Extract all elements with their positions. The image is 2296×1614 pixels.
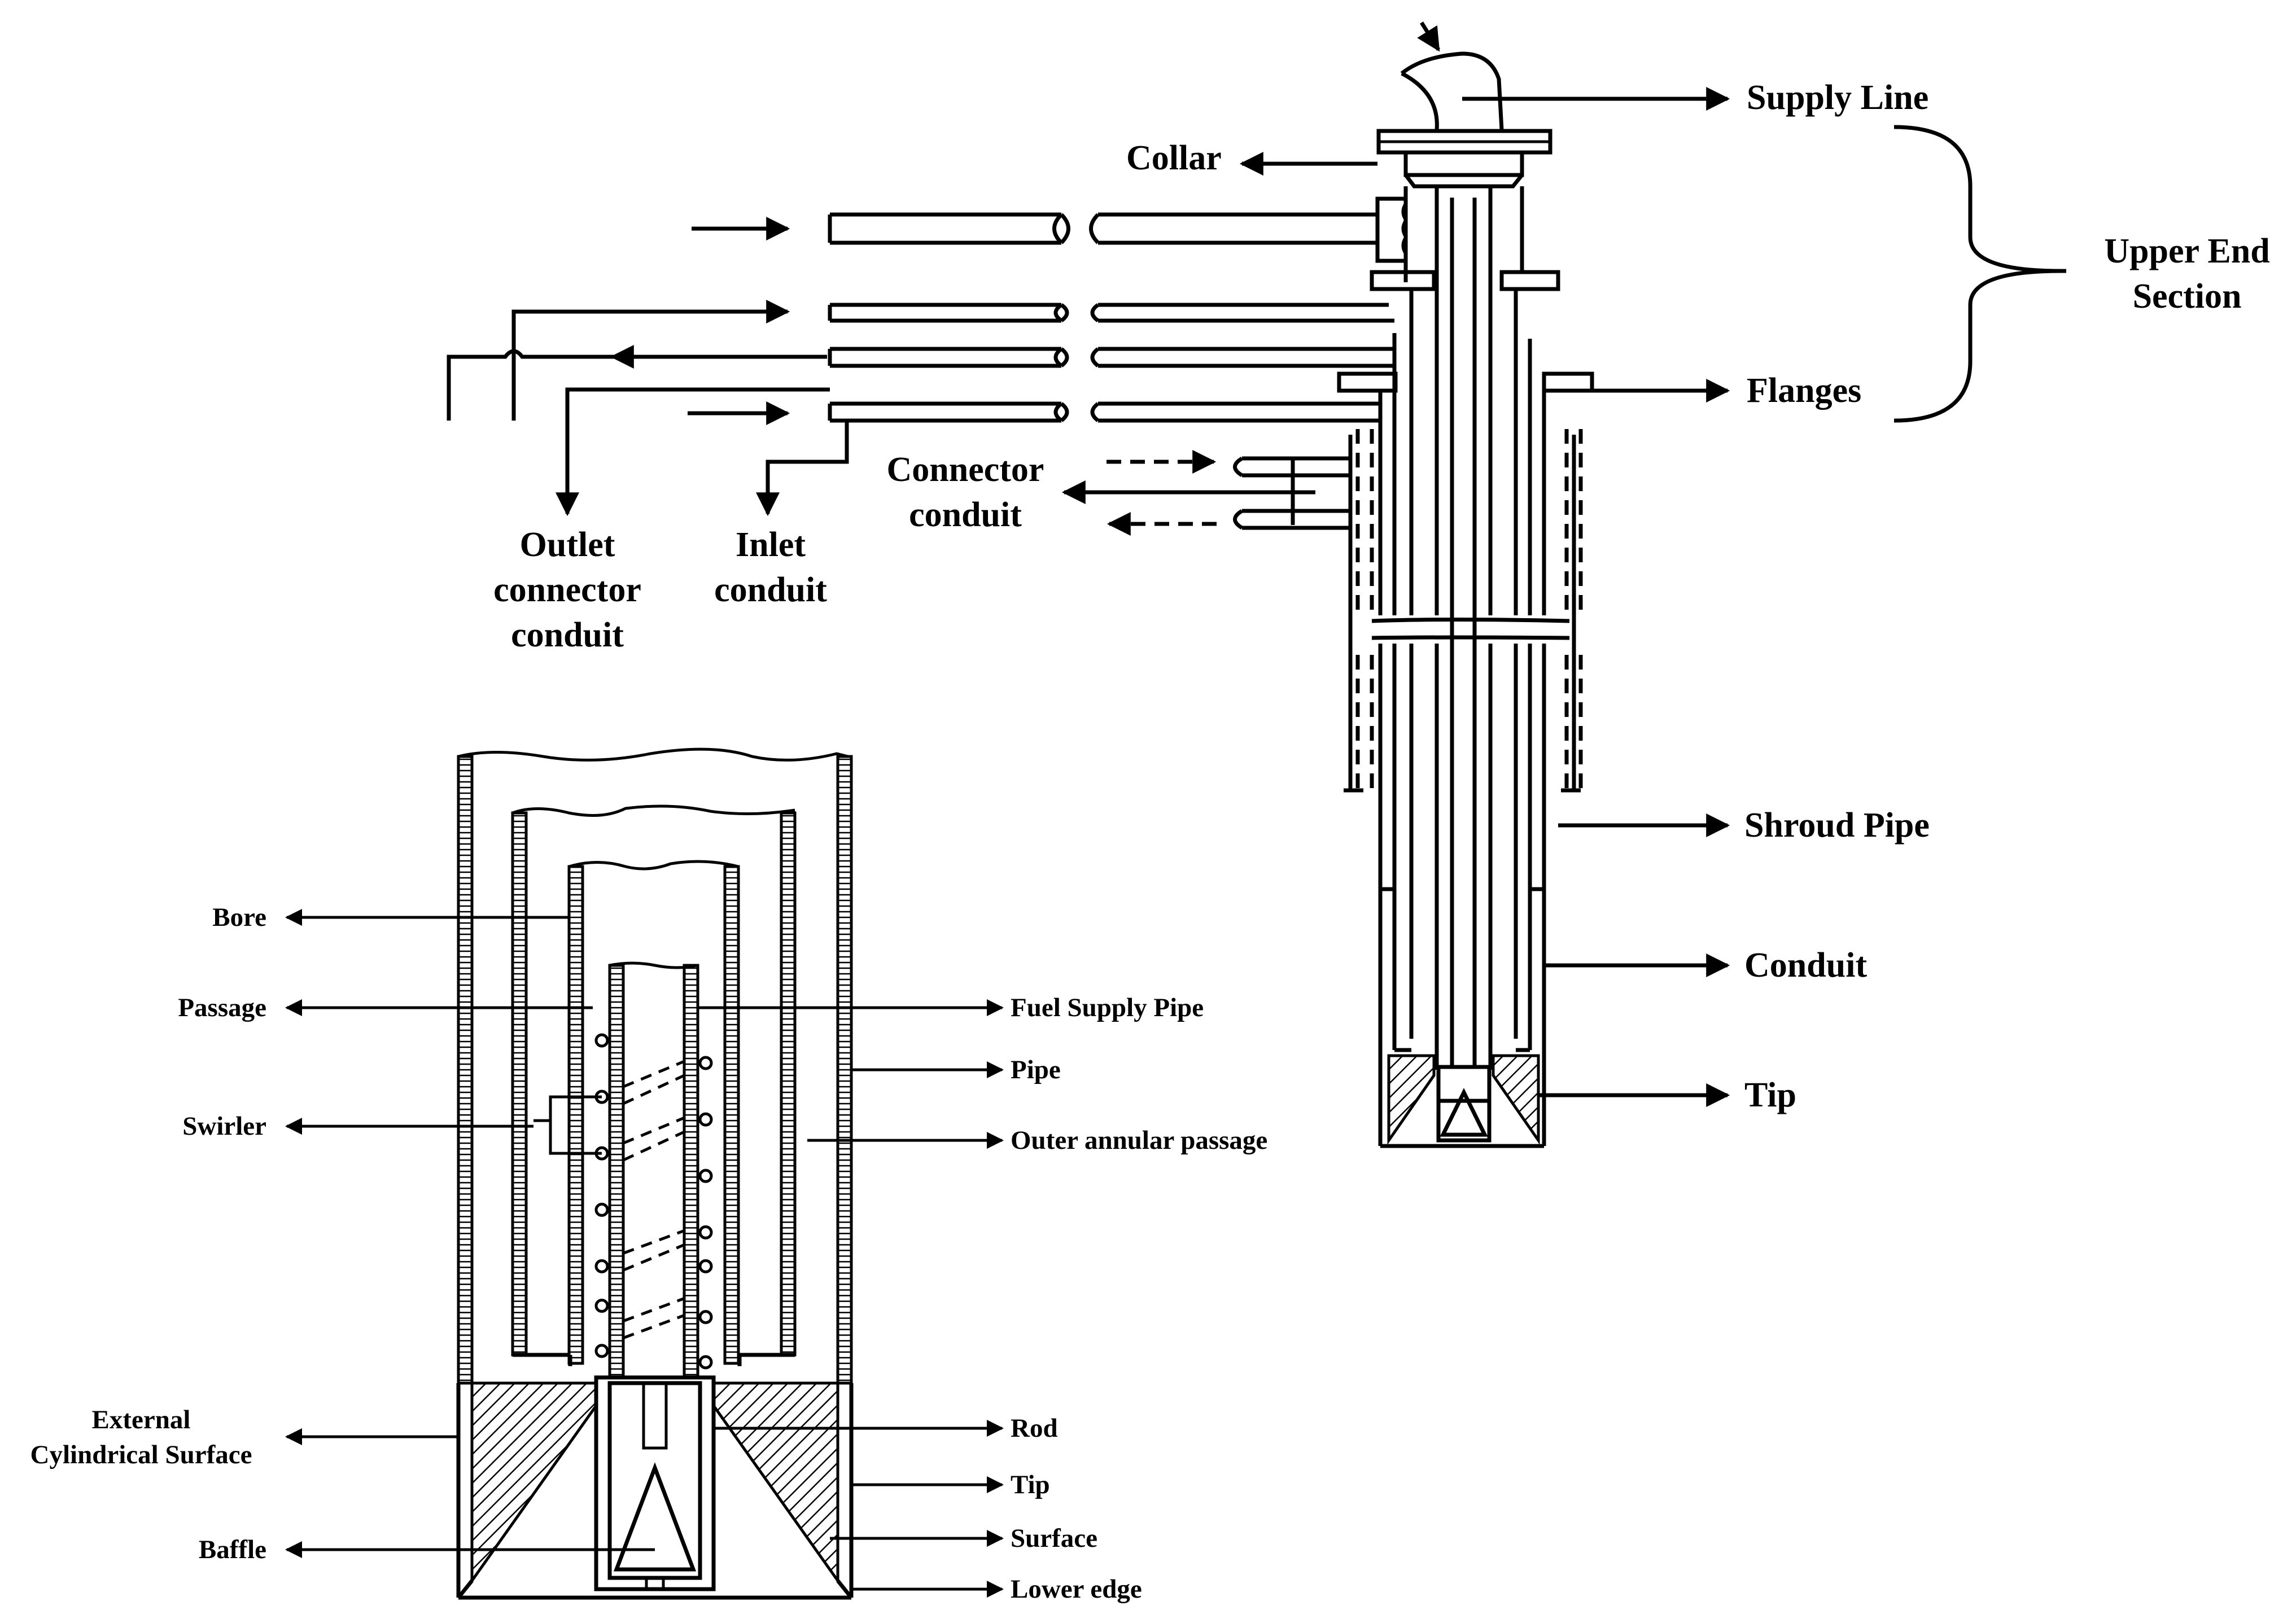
flanges-upper xyxy=(1337,270,1594,393)
side-flow-arrows xyxy=(447,217,849,517)
label-supply-line: Supply Line xyxy=(1747,78,1928,117)
fuel-supply-pipe-walls xyxy=(608,961,699,1379)
tip-cone xyxy=(456,1381,854,1600)
label-upper-end-2: Section xyxy=(2133,277,2242,316)
connector-conduit-stubs xyxy=(1107,450,1350,536)
label-shroud-pipe: Shroud Pipe xyxy=(1744,806,1930,845)
supply-flow-arrow xyxy=(1417,21,1440,52)
label-lower-edge: Lower edge xyxy=(1011,1574,1142,1604)
label-baffle: Baffle xyxy=(199,1535,266,1564)
label-fuel-supply-pipe: Fuel Supply Pipe xyxy=(1011,993,1204,1022)
label-external-1: External xyxy=(92,1405,191,1434)
label-inlet-2: conduit xyxy=(714,571,827,609)
upper-label-arrows xyxy=(1061,87,1730,1107)
shroud-and-tip xyxy=(1378,889,1546,1148)
swirler-bracket xyxy=(533,1095,602,1155)
label-upper-end-1: Upper End xyxy=(2104,232,2269,270)
label-passage: Passage xyxy=(178,993,266,1022)
label-outer-annular-passage: Outer annular passage xyxy=(1011,1126,1267,1155)
label-external-2: Cylindrical Surface xyxy=(30,1440,252,1469)
outer-pipe xyxy=(1403,186,1524,282)
inner-pipe-walls xyxy=(567,860,740,1365)
rod-and-baffle xyxy=(594,1375,716,1591)
label-inlet-1: Inlet xyxy=(736,526,806,564)
upper-end-brace xyxy=(1893,125,2061,423)
label-bore: Bore xyxy=(212,903,266,932)
middle-pipe-walls xyxy=(511,804,797,1366)
annular-pipes xyxy=(1378,289,1546,1052)
label-outlet-1: Outlet xyxy=(520,526,615,564)
label-outlet-3: conduit xyxy=(511,616,624,654)
label-outlet-2: connector xyxy=(493,571,641,609)
label-tip-lower: Tip xyxy=(1011,1470,1050,1499)
upper-assembly: Supply Line Collar Upper End Section Fla… xyxy=(447,21,2270,1148)
lower-label-arrows xyxy=(285,909,1004,1598)
outer-pipe-walls xyxy=(457,747,853,1385)
collar xyxy=(1376,129,1552,189)
label-surface: Surface xyxy=(1011,1524,1097,1553)
label-connector-2: conduit xyxy=(909,496,1022,534)
label-rod: Rod xyxy=(1011,1414,1058,1443)
lower-assembly: Bore Passage Swirler External Cylindrica… xyxy=(30,747,1267,1604)
supply-line-pipe xyxy=(1400,21,1504,130)
label-tip-upper: Tip xyxy=(1744,1076,1796,1114)
break-lines xyxy=(1371,618,1570,640)
label-connector-1: Connector xyxy=(887,450,1044,489)
label-conduit: Conduit xyxy=(1744,946,1867,985)
label-pipe: Pipe xyxy=(1011,1055,1061,1084)
top-side-port xyxy=(1375,196,1408,263)
label-flanges: Flanges xyxy=(1747,371,1861,410)
side-pipes xyxy=(828,212,1394,423)
cooling-jacket xyxy=(1344,429,1583,793)
label-collar: Collar xyxy=(1126,139,1222,177)
central-supply-pipe xyxy=(1435,186,1493,1070)
label-swirler: Swirler xyxy=(182,1112,266,1141)
